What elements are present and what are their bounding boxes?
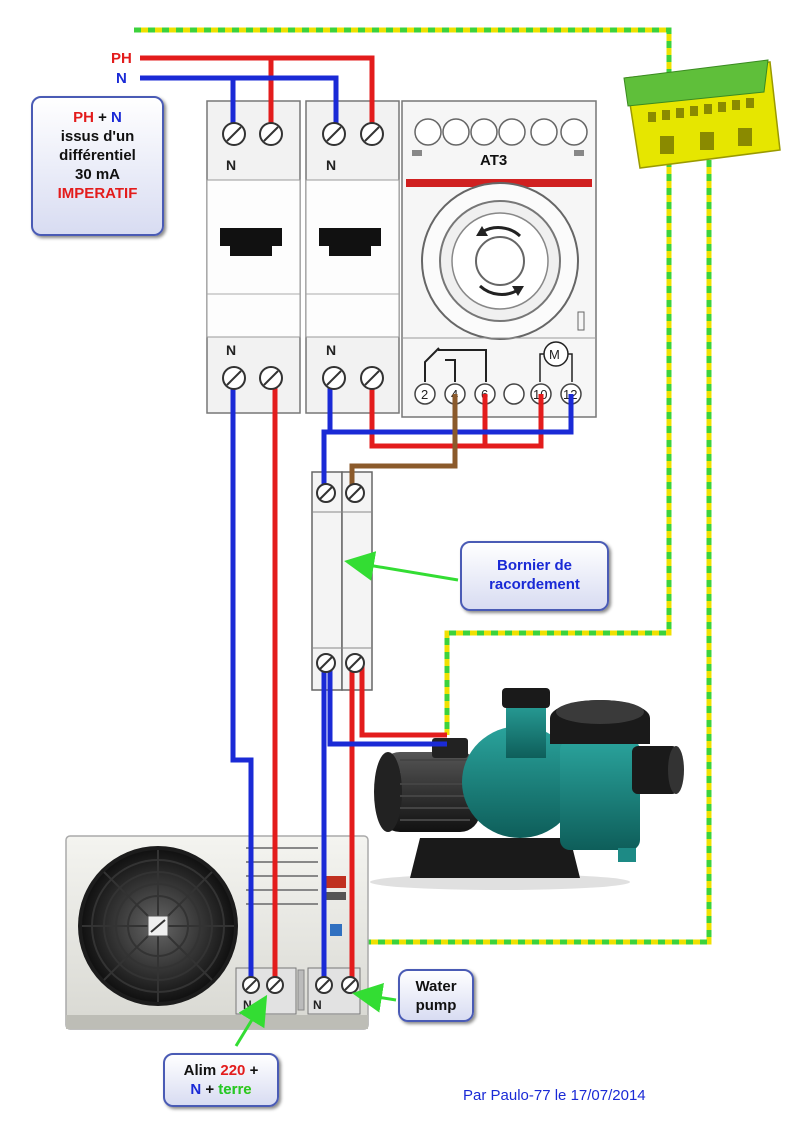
breaker-2: N N [305, 100, 400, 414]
screw-terminal-icon [322, 366, 346, 390]
alim-220: 220 [220, 1062, 246, 1079]
ground-bar-icon [623, 59, 781, 169]
note-plus: + [98, 109, 107, 126]
pump-motor-icon [370, 688, 684, 890]
screw-terminal-icon [222, 122, 246, 146]
breaker-1: N N [206, 100, 301, 414]
at3-label: AT3 [480, 152, 507, 169]
screw-terminal-icon [259, 366, 283, 390]
alim-word: Alim [183, 1062, 217, 1079]
screw-terminal-icon [360, 366, 384, 390]
bornier-line1: Bornier de [496, 557, 572, 574]
screw-terminal-icon [222, 366, 246, 390]
note-line2: issus d'un [60, 128, 135, 145]
screw-terminal-icon [341, 976, 359, 994]
bornier-box: Bornier de racordement [460, 541, 609, 611]
heat-pump-vents [246, 847, 318, 905]
alim-n: N [190, 1081, 202, 1098]
heat-pump-unit: N N [65, 835, 369, 1030]
screw-terminal-icon [345, 653, 365, 673]
screw-terminal-icon [259, 122, 283, 146]
breaker-1-top-n-label: N [226, 157, 236, 173]
screw-terminal-icon [316, 653, 336, 673]
heat-pump-display [324, 876, 346, 888]
breaker-1-bottom-n-label: N [226, 342, 236, 358]
ph-label: PH [111, 50, 132, 67]
alim-terre: terre [218, 1081, 252, 1098]
n-label: N [116, 70, 127, 87]
note-n: N [111, 109, 122, 126]
note-ph: PH [73, 109, 94, 126]
screw-terminals [222, 122, 384, 994]
at3-timer: AT3 M 2 4 6 10 12 [401, 100, 597, 418]
callout-arrows [234, 551, 459, 1047]
screw-terminal-icon [266, 976, 284, 994]
screw-terminal-icon [316, 483, 336, 503]
relay-link-wire [349, 394, 458, 492]
screw-terminal-icon [242, 976, 260, 994]
neutral-wires [140, 75, 574, 982]
timer-dial-icon [421, 182, 579, 340]
screw-terminal-icon [322, 122, 346, 146]
breaker-2-bottom-n-label: N [326, 342, 336, 358]
pump-box: Water pump [398, 969, 474, 1022]
alim-plus2: + [205, 1081, 215, 1098]
motor-label: M [549, 347, 560, 362]
pump-line2: pump [415, 997, 457, 1014]
screw-terminal-icon [345, 483, 365, 503]
screw-terminal-icon [360, 122, 384, 146]
bornier-line2: racordement [489, 576, 580, 593]
earth-wires [134, 27, 712, 945]
note-line4: 30 mA [74, 166, 121, 183]
hp-terminal-n-label: N [243, 998, 252, 1012]
note-box-supply: PH + N issus d'un différentiel 30 mA IMP… [31, 96, 164, 236]
note-line3: différentiel [59, 147, 136, 164]
pump-line1: Water [415, 978, 457, 995]
screw-terminal-icon [315, 976, 333, 994]
timer-motor-icon: M [539, 341, 573, 382]
alim-plus: + [249, 1062, 259, 1079]
fan-grille-icon [78, 846, 238, 1006]
credit-text: Par Paulo-77 le 17/07/2014 [463, 1087, 646, 1104]
alim-box: Alim 220 + N + terre [163, 1053, 279, 1107]
note-line5: IMPERATIF [57, 185, 138, 202]
breaker-2-top-n-label: N [326, 157, 336, 173]
timer-terminal-2: 2 [421, 387, 428, 402]
hp-pump-terminal-n-label: N [313, 998, 322, 1012]
